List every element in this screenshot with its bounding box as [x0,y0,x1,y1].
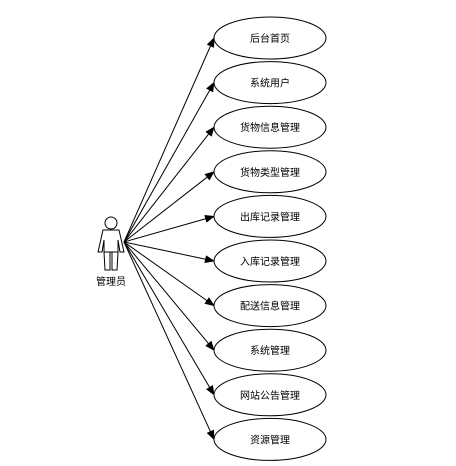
association-line [123,241,215,351]
uc-inbound-records: 入库记录管理 [213,239,327,283]
use-case-ellipse [213,328,327,372]
use-case-list: 后台首页系统用户货物信息管理货物类型管理出库记录管理入库记录管理配送信息管理系统… [213,16,327,461]
use-case-ellipse [213,284,327,328]
uc-goods-info: 货物信息管理 [213,105,327,149]
use-case-label: 入库记录管理 [240,255,300,268]
use-case-ellipse [213,417,327,461]
association-line [123,171,215,243]
uc-delivery-info: 配送信息管理 [213,284,327,328]
association-line [123,241,215,307]
actor-label: 管理员 [96,275,126,288]
uc-home: 后台首页 [213,16,327,60]
association-line [123,126,215,243]
use-case-label: 出库记录管理 [240,210,300,223]
uc-outbound-records: 出库记录管理 [213,194,327,238]
use-case-ellipse [213,61,327,105]
use-case-ellipse [213,373,327,417]
use-case-ellipse [213,16,327,60]
association-line [123,241,215,441]
use-case-label: 后台首页 [250,32,290,45]
use-case-label: 网站公告管理 [240,389,300,402]
association-lines [123,37,215,441]
actor: 管理员 [96,216,126,288]
use-case-label: 资源管理 [250,433,290,446]
use-case-ellipse [213,194,327,238]
association-line [123,81,215,243]
use-case-label: 货物信息管理 [240,121,300,134]
association-line [123,241,215,264]
use-case-ellipse [213,239,327,283]
use-case-ellipse [213,105,327,149]
use-case-label: 配送信息管理 [240,300,300,313]
uc-system-users: 系统用户 [213,61,327,105]
uc-resource-management: 资源管理 [213,417,327,461]
uc-system-management: 系统管理 [213,328,327,372]
association-line [123,37,215,243]
use-case-label: 货物类型管理 [240,166,300,179]
use-case-ellipse [213,150,327,194]
stick-figure-icon [97,216,125,271]
uc-site-announcement: 网站公告管理 [213,373,327,417]
association-line [123,215,215,243]
use-case-label: 系统管理 [250,344,290,357]
association-line [123,241,215,396]
use-case-label: 系统用户 [250,77,290,90]
uc-goods-type: 货物类型管理 [213,150,327,194]
